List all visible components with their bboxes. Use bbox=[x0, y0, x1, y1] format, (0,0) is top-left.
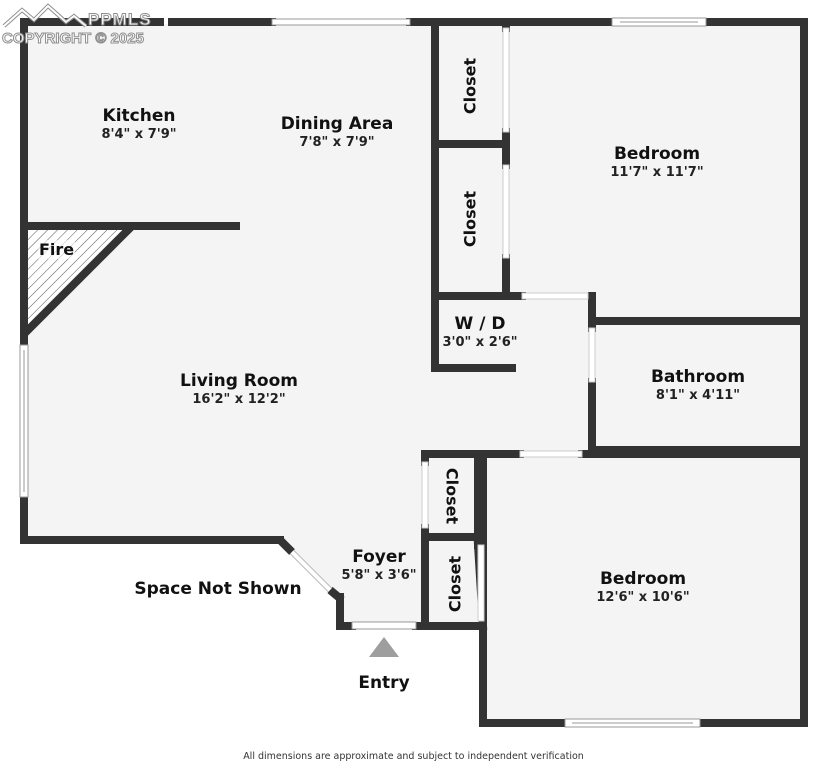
closet-label: Closet bbox=[445, 555, 465, 613]
room-name: Bedroom bbox=[599, 569, 687, 589]
room-name: Living Room bbox=[180, 371, 298, 391]
room-bathroom: Bathroom 8'1" x 4'11" bbox=[651, 367, 745, 405]
room-dimensions: 12'6" x 10'6" bbox=[596, 590, 690, 605]
room-name: Bathroom bbox=[650, 367, 746, 387]
room-dimensions: 16'2" x 12'2" bbox=[192, 392, 286, 407]
disclaimer: All dimensions are approximate and subje… bbox=[243, 751, 584, 762]
room-kitchen: Kitchen 8'4" x 7'9" bbox=[101, 106, 176, 144]
room-dimensions: 11'7" x 11'7" bbox=[610, 165, 704, 180]
room-dining-area: Dining Area 7'8" x 7'9" bbox=[281, 114, 394, 152]
room-foyer: Foyer 5'8" x 3'6" bbox=[341, 547, 416, 585]
room-wd: W / D 3'0" x 2'6" bbox=[442, 314, 517, 352]
room-living-room: Living Room 16'2" x 12'2" bbox=[180, 371, 298, 409]
windows bbox=[19, 17, 707, 728]
room-name: W / D bbox=[454, 314, 506, 334]
floor-area bbox=[24, 24, 804, 723]
space-not-shown-label: Space Not Shown bbox=[134, 579, 302, 599]
entry-arrow-icon bbox=[369, 637, 399, 657]
room-dimensions: 8'4" x 7'9" bbox=[101, 127, 177, 142]
closet-label: Closet bbox=[442, 467, 462, 525]
watermark-logo: PPMLS bbox=[88, 10, 152, 30]
closet-label: Closet bbox=[460, 57, 480, 115]
watermark-copyright: COPYRIGHT © 2025 bbox=[2, 30, 145, 48]
room-dimensions: 5'8" x 3'6" bbox=[341, 568, 417, 583]
room-bedroom-1: Bedroom 11'7" x 11'7" bbox=[610, 144, 703, 182]
room-dimensions: 8'1" x 4'11" bbox=[655, 388, 741, 403]
entry-label: Entry bbox=[358, 673, 410, 693]
fireplace-label: Fire bbox=[38, 240, 76, 259]
room-dimensions: 3'0" x 2'6" bbox=[442, 335, 518, 350]
room-name: Foyer bbox=[352, 547, 406, 567]
room-bedroom-2: Bedroom 12'6" x 10'6" bbox=[596, 569, 689, 607]
mountain-logo-icon bbox=[2, 3, 88, 28]
room-name: Dining Area bbox=[280, 114, 394, 134]
room-dimensions: 7'8" x 7'9" bbox=[299, 135, 375, 150]
closet-label: Closet bbox=[460, 190, 480, 248]
room-name: Kitchen bbox=[102, 106, 176, 126]
room-name: Bedroom bbox=[613, 144, 701, 164]
